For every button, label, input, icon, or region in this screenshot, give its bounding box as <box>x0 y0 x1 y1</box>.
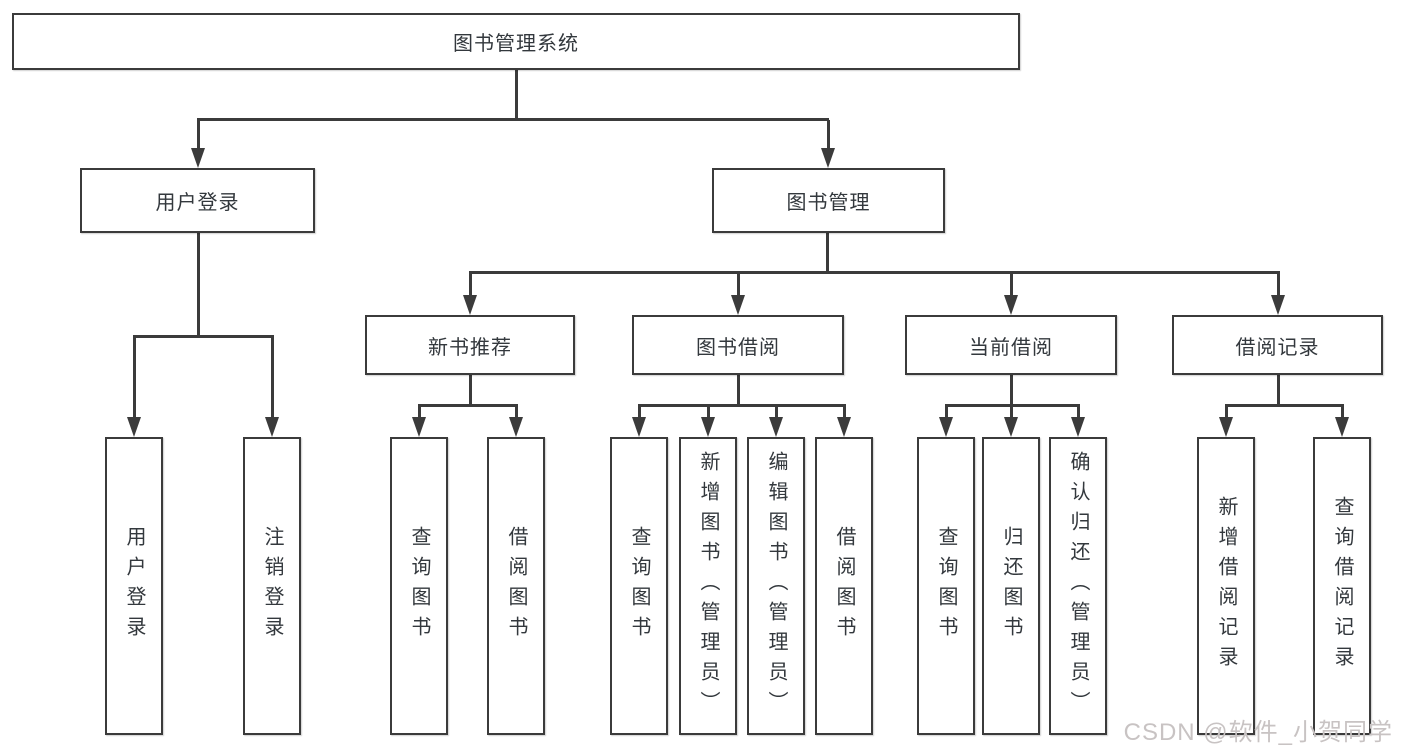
connector-hline <box>469 271 1280 274</box>
node-current-borrowing: 当前借阅 <box>905 315 1117 375</box>
connector-vline <box>469 273 472 295</box>
arrow-down-icon <box>1219 417 1233 437</box>
connector-hline <box>133 335 274 338</box>
connector-vline <box>271 337 274 417</box>
arrow-down-icon <box>412 417 426 437</box>
leaf-query-book-current: 查询图书 <box>917 437 975 735</box>
connector-hline <box>638 404 846 407</box>
arrow-down-icon <box>769 417 783 437</box>
node-book-management: 图书管理 <box>712 168 945 233</box>
leaf-query-book-borrowing: 查询图书 <box>610 437 668 735</box>
leaf-label: 新增图书（管理员） <box>697 451 719 721</box>
node-label: 图书管理系统 <box>453 33 579 55</box>
leaf-query-borrow-record: 查询借阅记录 <box>1313 437 1371 735</box>
arrow-down-icon <box>1004 417 1018 437</box>
node-label: 图书借阅 <box>696 336 780 359</box>
arrow-down-icon <box>939 417 953 437</box>
connector-vline <box>197 233 200 337</box>
leaf-label: 查询图书 <box>935 526 957 646</box>
leaf-label: 注销登录 <box>261 526 283 646</box>
connector-vline <box>737 273 740 295</box>
leaf-label: 查询图书 <box>408 526 430 646</box>
leaf-borrow-book-recommend: 借阅图书 <box>487 437 545 735</box>
leaf-add-book-admin: 新增图书（管理员） <box>679 437 737 735</box>
leaf-confirm-return-admin: 确认归还（管理员） <box>1049 437 1107 735</box>
node-library-management-system: 图书管理系统 <box>12 13 1020 70</box>
leaf-query-book-recommend: 查询图书 <box>390 437 448 735</box>
node-label: 用户登录 <box>155 192 240 214</box>
arrow-down-icon <box>731 295 745 315</box>
connector-hline <box>197 118 829 121</box>
arrow-down-icon <box>837 417 851 437</box>
leaf-edit-book-admin: 编辑图书（管理员） <box>747 437 805 735</box>
leaf-add-borrow-record: 新增借阅记录 <box>1197 437 1255 735</box>
connector-vline <box>1277 375 1280 406</box>
connector-vline <box>775 406 778 417</box>
connector-hline <box>418 404 518 407</box>
connector-vline <box>515 406 518 417</box>
leaf-return-book: 归还图书 <box>982 437 1040 735</box>
leaf-label: 确认归还（管理员） <box>1067 451 1089 721</box>
connector-vline <box>638 406 641 417</box>
connector-vline <box>469 375 472 406</box>
connector-vline <box>1277 273 1280 295</box>
leaf-label: 借阅图书 <box>833 526 855 646</box>
leaf-label: 归还图书 <box>1000 526 1022 646</box>
node-label: 当前借阅 <box>969 336 1053 359</box>
connector-vline <box>1077 406 1080 417</box>
leaf-label: 编辑图书（管理员） <box>765 451 787 721</box>
leaf-borrow-book: 借阅图书 <box>815 437 873 735</box>
connector-vline <box>945 406 948 417</box>
leaf-logout: 注销登录 <box>243 437 301 735</box>
arrow-down-icon <box>1071 417 1085 437</box>
node-label: 新书推荐 <box>428 336 512 359</box>
connector-vline <box>1341 406 1344 417</box>
connector-vline <box>826 233 829 273</box>
arrow-down-icon <box>191 148 205 168</box>
node-label: 图书管理 <box>786 192 871 214</box>
arrow-down-icon <box>821 148 835 168</box>
connector-vline <box>133 337 136 417</box>
node-book-borrowing: 图书借阅 <box>632 315 844 375</box>
connector-vline <box>1010 406 1013 417</box>
arrow-down-icon <box>1004 295 1018 315</box>
connector-vline <box>1225 406 1228 417</box>
node-user-login: 用户登录 <box>80 168 315 233</box>
node-new-book-recommend: 新书推荐 <box>365 315 575 375</box>
arrow-down-icon <box>463 295 477 315</box>
leaf-label: 查询图书 <box>628 526 650 646</box>
arrow-down-icon <box>701 417 715 437</box>
node-label: 借阅记录 <box>1235 336 1320 359</box>
connector-vline <box>827 120 830 148</box>
arrow-down-icon <box>1335 417 1349 437</box>
leaf-label: 新增借阅记录 <box>1215 496 1237 676</box>
arrow-down-icon <box>265 417 279 437</box>
leaf-user-login: 用户登录 <box>105 437 163 735</box>
connector-vline <box>707 406 710 417</box>
leaf-label: 借阅图书 <box>505 526 527 646</box>
connector-hline <box>1225 404 1344 407</box>
arrow-down-icon <box>632 417 646 437</box>
connector-hline <box>945 404 1080 407</box>
node-borrowing-records: 借阅记录 <box>1172 315 1383 375</box>
arrow-down-icon <box>1271 295 1285 315</box>
connector-vline <box>737 375 740 406</box>
arrow-down-icon <box>127 417 141 437</box>
leaf-label: 用户登录 <box>123 526 145 646</box>
connector-vline <box>1010 273 1013 295</box>
leaf-label: 查询借阅记录 <box>1331 496 1353 676</box>
connector-vline <box>843 406 846 417</box>
connector-vline <box>418 406 421 417</box>
connector-vline <box>515 70 518 120</box>
arrow-down-icon <box>509 417 523 437</box>
connector-vline <box>1010 375 1013 406</box>
connector-vline <box>197 120 200 148</box>
